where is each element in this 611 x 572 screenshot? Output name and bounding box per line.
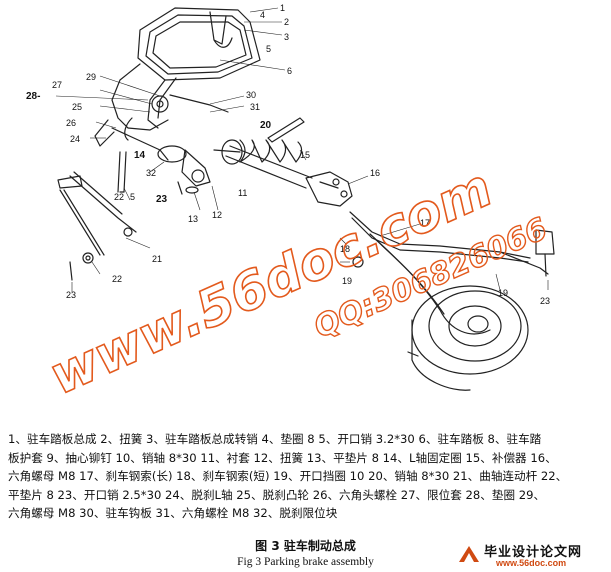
callout-29: 29 bbox=[86, 72, 96, 82]
callout-11: 11 bbox=[238, 188, 247, 198]
callout-15: 15 bbox=[300, 150, 310, 160]
callout-19-left: 19 bbox=[342, 276, 352, 286]
parts-legend: 1、驻车踏板总成 2、扭簧 3、驻车踏板总成转销 4、垫圈 8 5、开口销 3.… bbox=[8, 430, 606, 523]
callout-20: 20 bbox=[260, 120, 272, 131]
callout-1: 1 bbox=[280, 3, 285, 13]
callout-17: 17 bbox=[420, 218, 430, 228]
legend-line: 六角螺母 M8 17、刹车钢索(长) 18、刹车钢索(短) 19、开口挡圈 10… bbox=[8, 469, 568, 483]
legend-line: 平垫片 8 23、开口销 2.5*30 24、脱刹L轴 25、脱刹凸轮 26、六… bbox=[8, 487, 546, 502]
callout-12: 12 bbox=[212, 210, 222, 220]
callout-28: 28- bbox=[26, 91, 40, 102]
figure-caption-english: Fig 3 Parking brake assembly bbox=[237, 556, 374, 568]
legend-line: 板护套 9、抽心铆钉 10、销轴 8*30 11、衬套 12、扭簧 13、平垫片… bbox=[8, 450, 557, 465]
callout-18: 18 bbox=[340, 244, 350, 254]
callout-22-bottom: 22 bbox=[112, 274, 122, 284]
pedal-frame bbox=[137, 7, 261, 81]
callout-16: 16 bbox=[370, 168, 380, 178]
callout-13: 13 bbox=[188, 214, 198, 224]
callout-25: 25 bbox=[72, 102, 82, 112]
parking-brake-diagram: 1 4 2 3 5 6 29 27 28- 30 25 31 26 20 24 … bbox=[26, 3, 555, 408]
callout-19-right: 19 bbox=[498, 288, 508, 298]
figure-caption-chinese: 图 3 驻车制动总成 bbox=[255, 539, 356, 553]
legend-line: 1、驻车踏板总成 2、扭簧 3、驻车踏板总成转销 4、垫圈 8 5、开口销 3.… bbox=[8, 432, 542, 446]
site-brand: 毕业设计论文网 www.56doc.com bbox=[456, 540, 608, 570]
callout-26: 26 bbox=[66, 118, 76, 128]
callout-22-top: 22 bbox=[114, 192, 124, 202]
callout-5: 5 bbox=[266, 44, 271, 54]
callout-21: 21 bbox=[152, 254, 162, 264]
callout-3: 3 bbox=[284, 32, 289, 42]
brand-url: www.56doc.com bbox=[496, 558, 567, 568]
brand-title: 毕业设计论文网 bbox=[484, 545, 583, 560]
callout-14: 14 bbox=[134, 150, 146, 161]
callout-2: 2 bbox=[284, 17, 289, 27]
legend-line: 六角螺母 M8 30、驻车钩板 31、六角螺栓 M8 32、脱刹限位块 bbox=[8, 506, 338, 520]
callout-27: 27 bbox=[52, 80, 62, 90]
callout-30: 30 bbox=[246, 90, 256, 100]
callout-31: 31 bbox=[250, 102, 260, 112]
callout-23-mid: 23 bbox=[156, 194, 168, 205]
callout-5-lower: 5 bbox=[130, 192, 135, 202]
callout-23-right: 23 bbox=[540, 296, 550, 306]
brand-logo-icon bbox=[459, 546, 479, 562]
callout-23-left: 23 bbox=[66, 290, 76, 300]
callout-4: 4 bbox=[260, 10, 265, 20]
callout-6: 6 bbox=[287, 66, 292, 76]
callout-32: 32 bbox=[146, 168, 156, 178]
callout-24: 24 bbox=[70, 134, 80, 144]
